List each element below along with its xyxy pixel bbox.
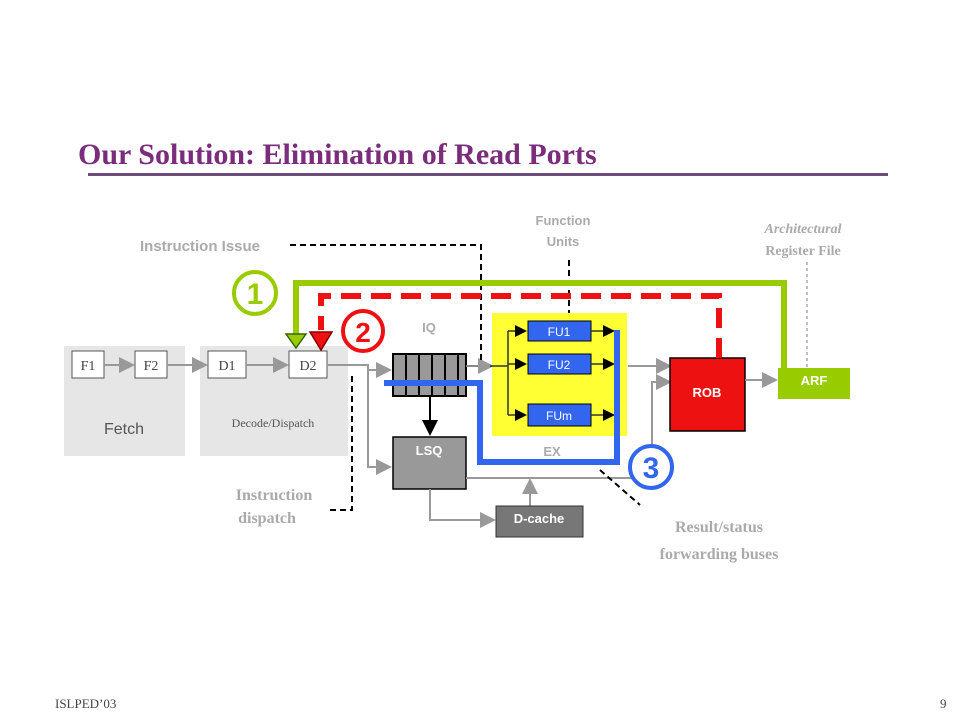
stage-f2-label: F2 bbox=[144, 359, 159, 374]
page-number: 9 bbox=[940, 696, 947, 711]
marker-1 bbox=[232, 270, 278, 316]
title-underline bbox=[88, 173, 888, 176]
marker-1-label: 1 bbox=[247, 278, 264, 311]
arf-annotation-2: Register File bbox=[765, 244, 841, 259]
function-units-label-1: Function bbox=[536, 213, 591, 228]
lsq-label: LSQ bbox=[416, 443, 443, 458]
fu2-label: FU2 bbox=[548, 358, 571, 372]
footer-conference: ISLPED’03 bbox=[55, 696, 117, 711]
arf-annotation-1: Architectural bbox=[763, 222, 841, 237]
red-bypass-path bbox=[318, 293, 722, 358]
iq-label: IQ bbox=[422, 320, 436, 335]
rob-box bbox=[669, 357, 746, 432]
dcache-box bbox=[495, 505, 584, 538]
dispatch-label-1: Instruction bbox=[236, 487, 313, 504]
dispatch-label-2: dispatch bbox=[238, 510, 296, 527]
decode-label: Decode/Dispatch bbox=[232, 416, 315, 430]
slide-title: Our Solution: Elimination of Read Ports bbox=[78, 138, 597, 171]
green-bypass-path bbox=[293, 280, 787, 399]
fum-label: FUm bbox=[546, 409, 572, 423]
blue-forwarding-path bbox=[384, 330, 620, 465]
green-arrow-head bbox=[284, 333, 308, 350]
fu1-label: FU1 bbox=[548, 325, 571, 339]
function-units-label-2: Units bbox=[547, 234, 580, 249]
marker-3 bbox=[628, 444, 674, 490]
instruction-issue-label: Instruction Issue bbox=[140, 238, 260, 255]
stage-d1-label: D1 bbox=[218, 359, 235, 374]
marker-2 bbox=[341, 309, 385, 353]
buses-label-1: Result/status bbox=[675, 519, 763, 536]
red-arrow-head bbox=[308, 331, 334, 352]
lsq-box bbox=[392, 436, 467, 490]
rob-label: ROB bbox=[693, 385, 722, 400]
buses-label-2: forwarding buses bbox=[660, 546, 779, 563]
stage-f1 bbox=[71, 350, 105, 379]
issue-queue bbox=[392, 353, 467, 397]
marker-2-label: 2 bbox=[355, 317, 371, 348]
arf-box bbox=[778, 368, 850, 399]
dcache-label: D-cache bbox=[514, 511, 565, 526]
arf-label: ARF bbox=[801, 373, 828, 388]
stage-d2-label: D2 bbox=[299, 359, 316, 374]
stage-f1-label: F1 bbox=[81, 359, 96, 374]
ex-label: EX bbox=[543, 444, 561, 459]
marker-3-label: 3 bbox=[643, 452, 660, 485]
fetch-label: Fetch bbox=[104, 421, 144, 438]
